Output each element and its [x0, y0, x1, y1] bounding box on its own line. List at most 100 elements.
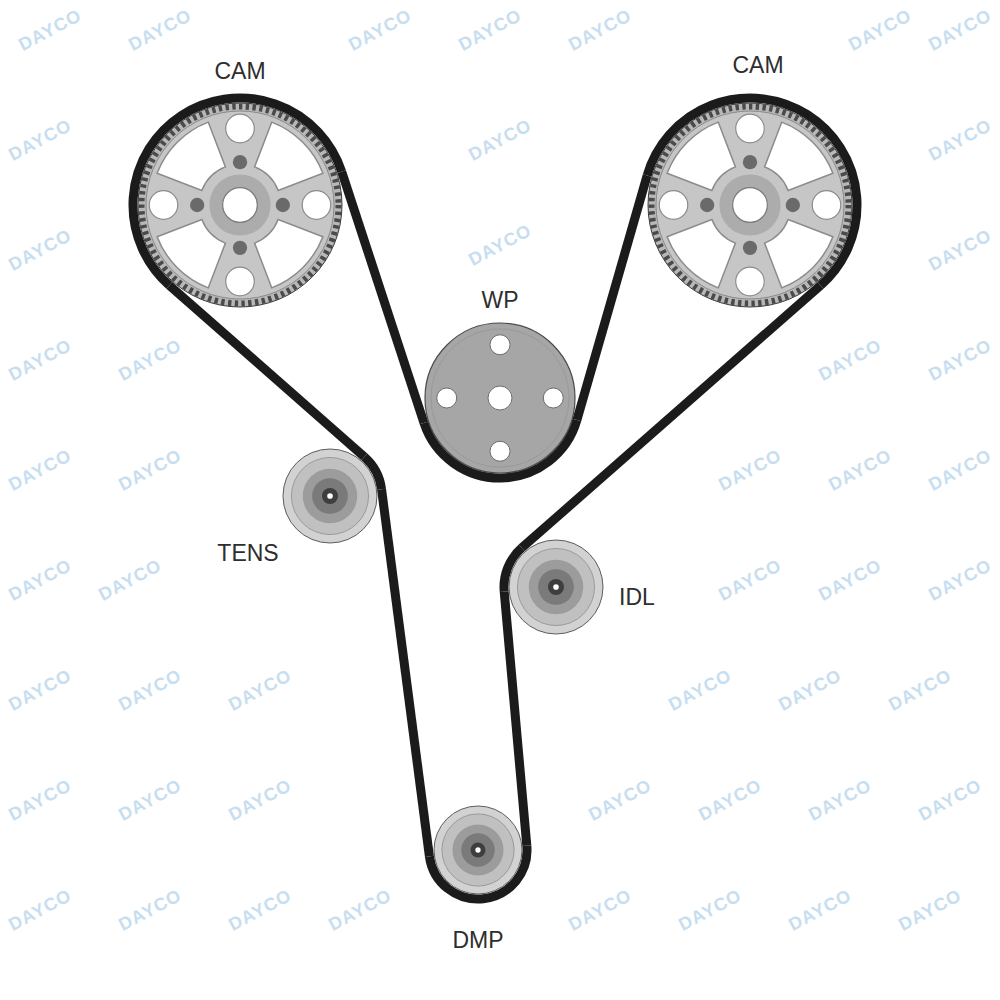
idler-ring: [529, 560, 584, 615]
pulley-hole: [736, 114, 765, 143]
pulley-cutout: [667, 122, 735, 190]
idler-ring: [291, 457, 368, 534]
pulley-cutout: [255, 122, 323, 190]
watermark: DAYCO: [96, 556, 165, 604]
pulley-hole: [226, 114, 255, 143]
idler-ring: [548, 579, 564, 595]
pulley-teeth: [142, 107, 339, 304]
watermark: DAYCO: [676, 886, 745, 934]
watermark: DAYCO: [926, 556, 995, 604]
timing-belt: [342, 172, 424, 423]
pulley-outline: [648, 103, 852, 307]
idler-ring: [471, 843, 486, 858]
pulley-cutout: [157, 220, 225, 288]
watermark: DAYCO: [6, 336, 75, 384]
pulley-label: CAM: [732, 54, 783, 77]
timing-belt: [382, 489, 430, 856]
watermark: DAYCO: [696, 776, 765, 824]
pulley-bolt: [233, 241, 247, 255]
pulley-cutout: [765, 122, 833, 190]
watermark: DAYCO: [456, 6, 525, 54]
pulley-bolt: [276, 198, 290, 212]
idler-ring: [475, 847, 480, 852]
watermark: DAYCO: [586, 776, 655, 824]
pulley-center-hole: [733, 188, 768, 223]
pulley-body: [648, 103, 852, 307]
watermark: DAYCO: [6, 666, 75, 714]
watermark: DAYCO: [716, 446, 785, 494]
pulley-hole: [490, 335, 510, 355]
pulley-bolt: [233, 155, 247, 169]
pulley-cutout: [157, 122, 225, 190]
pulley-label: CAM: [214, 60, 265, 83]
watermark: DAYCO: [846, 6, 915, 54]
pulley-hole: [437, 388, 457, 408]
idler-pulley: IDL: [509, 540, 603, 634]
watermark: DAYCO: [16, 6, 85, 54]
pulley-hole: [226, 267, 255, 296]
pulley-bolt: [743, 155, 757, 169]
watermark: DAYCO: [226, 886, 295, 934]
watermark: DAYCO: [116, 336, 185, 384]
watermark: DAYCO: [466, 221, 535, 269]
pulley-bolt: [786, 198, 800, 212]
camshaft-pulley: CAM: [138, 103, 342, 307]
timing-belt: [504, 592, 527, 846]
pulley-outline: [425, 323, 575, 473]
pulley-bolt: [700, 198, 714, 212]
watermark: DAYCO: [816, 556, 885, 604]
watermark: DAYCO: [926, 116, 995, 164]
idler-ring: [553, 584, 559, 590]
watermark: DAYCO: [116, 886, 185, 934]
pulley-body: [138, 103, 342, 307]
pulley-cutout: [765, 220, 833, 288]
watermark: DAYCO: [326, 886, 395, 934]
pulley-bolt: [743, 241, 757, 255]
watermark: DAYCO: [346, 6, 415, 54]
water-pump-pulley: WP: [425, 323, 575, 473]
watermark: DAYCO: [926, 336, 995, 384]
pulley-outline: [283, 449, 377, 543]
watermark: DAYCO: [116, 666, 185, 714]
watermark: DAYCO: [916, 776, 985, 824]
idler-ring: [517, 548, 594, 625]
camshaft-pulley: CAM: [648, 103, 852, 307]
damper-pulley: DMP: [434, 806, 522, 894]
idler-ring: [312, 478, 348, 514]
watermark: DAYCO: [116, 446, 185, 494]
watermark: DAYCO: [6, 556, 75, 604]
idler-ring: [327, 493, 333, 499]
pulley-hole: [302, 191, 331, 220]
pulley-hole: [736, 267, 765, 296]
idler-ring: [452, 824, 503, 875]
pulley-cutout: [667, 220, 735, 288]
idler-ring: [461, 833, 494, 866]
watermark: DAYCO: [6, 116, 75, 164]
watermark: DAYCO: [6, 446, 75, 494]
watermark: DAYCO: [926, 226, 995, 274]
watermark: DAYCO: [786, 886, 855, 934]
pulley-teeth: [652, 107, 849, 304]
pulley-outline: [509, 540, 603, 634]
pulley-cutout: [255, 220, 323, 288]
watermark: DAYCO: [666, 666, 735, 714]
watermark: DAYCO: [116, 776, 185, 824]
pulley-face: [146, 111, 334, 299]
pulley-face: [656, 111, 844, 299]
idler-ring: [434, 806, 522, 894]
watermark: DAYCO: [926, 6, 995, 54]
watermark: DAYCO: [6, 776, 75, 824]
pulley-hole: [488, 386, 512, 410]
pulley-hole: [149, 191, 178, 220]
pulley-body: [425, 323, 575, 473]
tensioner-pulley: TENS: [283, 449, 377, 543]
pulley-outline: [138, 103, 342, 307]
pulley-hole: [543, 388, 563, 408]
pulley-hole: [490, 441, 510, 461]
watermark: DAYCO: [896, 886, 965, 934]
pulley-outline: [434, 806, 522, 894]
watermark: DAYCO: [816, 336, 885, 384]
idler-ring: [509, 540, 603, 634]
watermark: DAYCO: [776, 666, 845, 714]
